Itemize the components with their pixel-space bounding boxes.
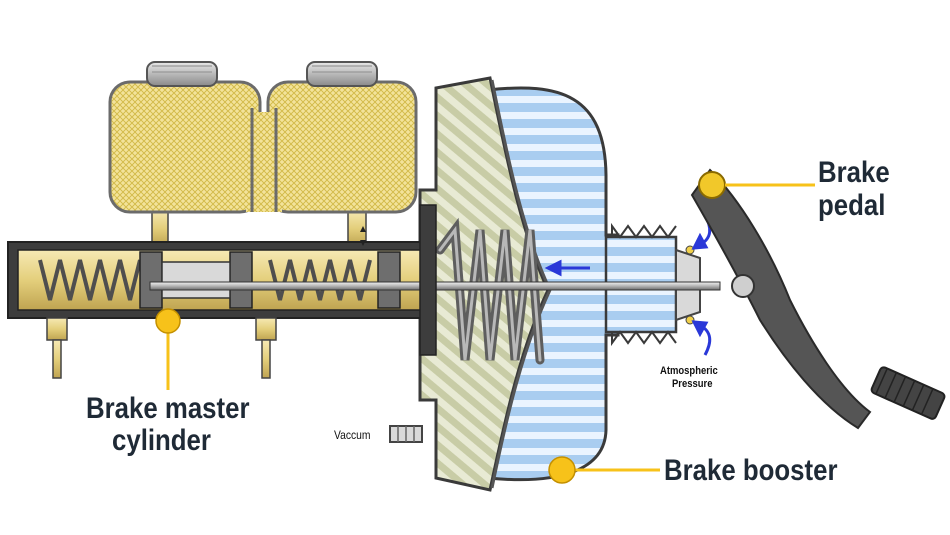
secondary-piston-seal: [229, 251, 253, 309]
pedal-clevis-pin: [731, 274, 755, 298]
brake-pedal: [690, 168, 946, 430]
booster-threads: [611, 222, 677, 347]
reservoir-cap-right: [306, 61, 378, 87]
cylinder-springs: [38, 259, 372, 301]
valve-port-top: [685, 245, 695, 255]
fluid-reservoirs: [108, 61, 418, 214]
callout-dot-booster: [548, 456, 576, 484]
label-master-cylinder-line2: cylinder: [112, 424, 211, 457]
label-brake-pedal-line1: Brake: [818, 156, 890, 189]
callout-dot-master: [155, 308, 181, 334]
bleed-fittings: [46, 317, 277, 379]
label-atmospheric-line1: Atmospheric: [660, 365, 718, 377]
primary-piston-seal: [139, 251, 163, 309]
callouts: [155, 183, 815, 484]
reservoir-cap-left: [146, 61, 218, 87]
reservoir-connector-left: [151, 209, 169, 247]
reservoir-right: [266, 80, 418, 214]
label-atmospheric-line2: Pressure: [672, 378, 713, 390]
rear-piston-seal: [377, 251, 401, 309]
brake-master-cylinder: [7, 204, 721, 379]
label-master-cylinder-line1: Brake master: [86, 392, 250, 425]
label-vaccum: Vaccum: [334, 428, 371, 442]
reservoir-left: [108, 80, 262, 214]
valve-port-bottom: [685, 315, 695, 325]
pedal-pivot-point: [698, 171, 726, 199]
airflow-arrows: [544, 214, 712, 356]
label-brake-booster: Brake booster: [664, 454, 838, 487]
label-brake-pedal-line2: pedal: [818, 189, 886, 222]
pedal-pad: [870, 366, 946, 420]
master-cylinder-flange: [419, 204, 437, 356]
